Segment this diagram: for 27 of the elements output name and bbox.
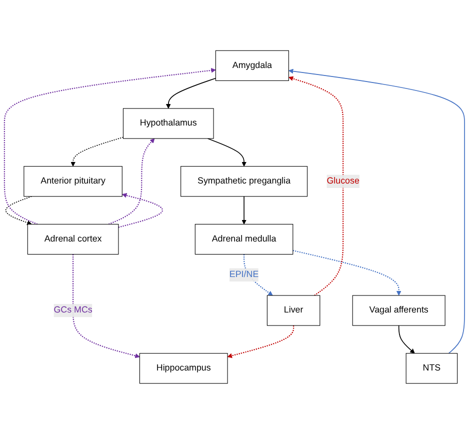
node-box: NTS [406,353,458,384]
arrow [288,76,344,296]
arrow [288,68,465,354]
edge-label: GCs MCs [54,305,92,315]
arrow [4,68,216,225]
edge-label: Glucose [326,176,360,186]
node-box: Hypothalamus [122,108,214,139]
arrow [70,136,124,167]
node-box: Anterior pituitary [24,166,122,197]
arrow [5,196,32,226]
node-box: Sympathetic preganglia [180,166,308,197]
arrow [166,78,216,109]
node-box: Amygdala [215,50,289,81]
arrow [227,326,294,358]
node-box: Vagal afferents [352,295,446,326]
node-box: Hippocampus [139,353,228,384]
arrow [118,193,163,228]
arrow [398,325,415,354]
edge-label: EPI/NE [229,270,259,280]
arrow [242,196,246,224]
node-box: Adrenal medulla [194,224,294,255]
node-box: Liver [266,295,320,326]
arrow [207,138,246,167]
arrow [108,138,155,225]
arrow [292,250,402,296]
arrow [72,254,140,358]
node-box: Adrenal cortex [27,224,119,255]
